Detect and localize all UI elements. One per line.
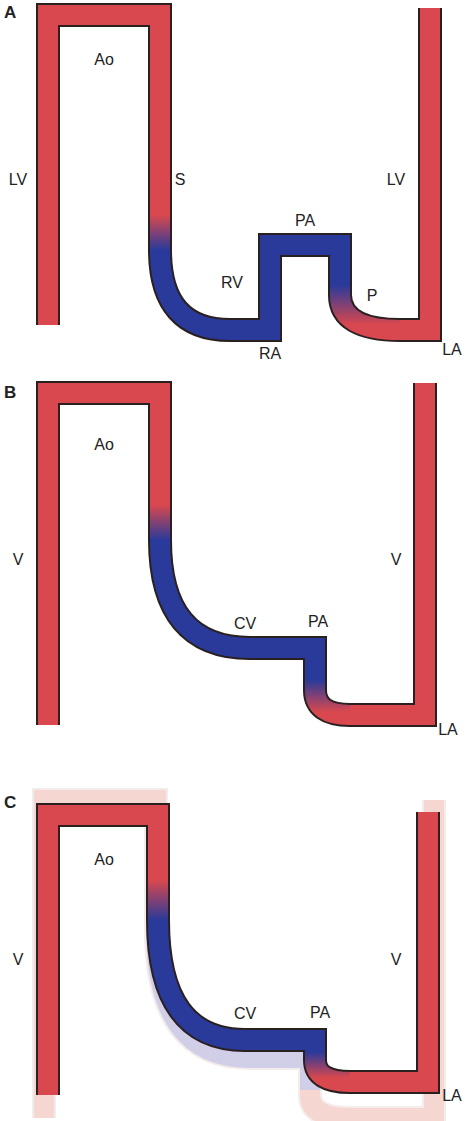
panel-letter: A (4, 4, 16, 21)
vessel-label: PA (295, 213, 315, 229)
vessel-label: Ao (94, 52, 114, 68)
panel-letter: C (4, 794, 16, 811)
venous-tube (158, 920, 315, 1052)
arterial-tube (350, 812, 428, 1082)
vessel-label: RV (221, 275, 243, 291)
venous-tube (160, 245, 340, 330)
vessel-label: PA (308, 614, 328, 630)
transition-tube (148, 880, 168, 920)
vessel-label: LV (387, 172, 405, 188)
vessel-label: V (13, 552, 24, 568)
vessel-label: Ao (94, 852, 114, 868)
vessel-label: S (175, 172, 186, 188)
vessel-label: Ao (94, 437, 114, 453)
vessel-label: V (13, 952, 24, 968)
arterial-tube (48, 815, 158, 1095)
vessel-label: LA (442, 1088, 462, 1104)
vessel-label: CV (234, 1006, 256, 1022)
transition-tube (150, 505, 170, 540)
transition-tube (315, 680, 350, 715)
panel-letter: B (4, 384, 16, 401)
arterial-tube (400, 8, 430, 330)
vessel-label: RA (259, 346, 281, 362)
arterial-tube (350, 383, 425, 715)
vessel-label: LA (442, 342, 462, 358)
tube-set (44, 8, 434, 1118)
vessel-label: P (367, 288, 378, 304)
arterial-tube (44, 800, 156, 1118)
venous-tube (160, 540, 315, 680)
transition-tube (340, 285, 400, 330)
arterial-tube (48, 393, 160, 725)
vessel-label: LV (9, 172, 27, 188)
vessel-label: LA (438, 722, 458, 738)
vessel-label: V (391, 552, 402, 568)
tube-outline (48, 383, 425, 725)
tube-outline (48, 812, 428, 1095)
vessel-label: V (391, 952, 402, 968)
vessel-label: CV (234, 616, 256, 632)
tube-outline (48, 8, 430, 330)
tube-outline (44, 800, 434, 1118)
vessel-label: PA (310, 1005, 330, 1021)
arterial-tube (48, 15, 160, 325)
transition-tube (150, 215, 170, 250)
faded-tube (44, 800, 434, 1118)
transition-tube (315, 1052, 350, 1082)
